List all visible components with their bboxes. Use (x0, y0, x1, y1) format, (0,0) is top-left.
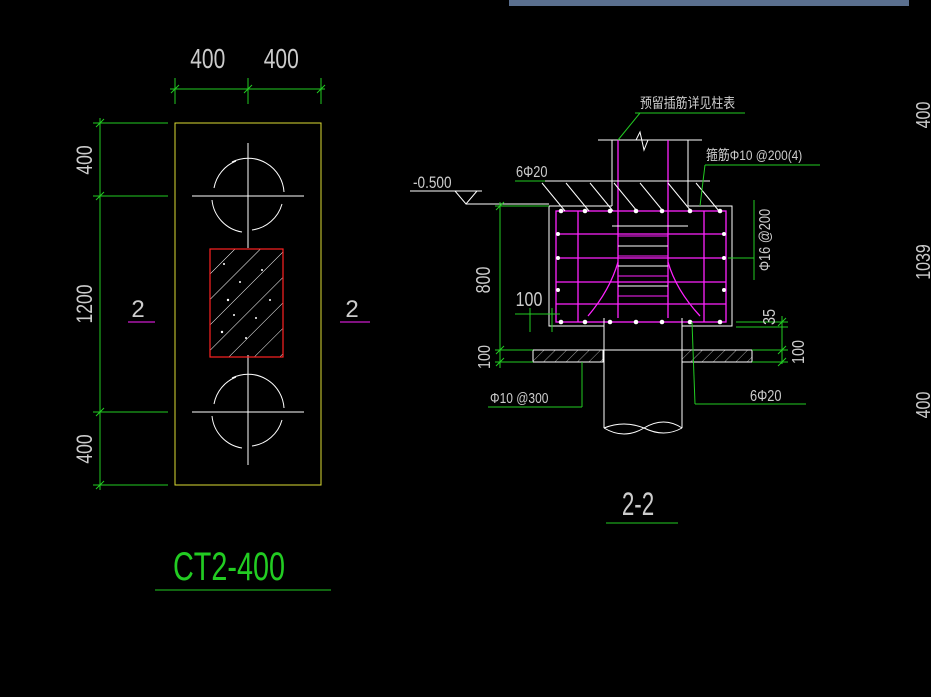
section-title: 2-2 (622, 486, 654, 522)
edge-dim-2: 1039 (912, 244, 931, 280)
bottom-left-leader (488, 362, 583, 408)
pile-top (192, 143, 304, 248)
plan-dim-left-3: 400 (73, 434, 97, 463)
section-mark-left-label: 2 (131, 296, 144, 323)
section-left-dimensions (495, 201, 560, 368)
window-top-bar (509, 0, 909, 6)
column-section (209, 248, 284, 358)
cap-outline (174, 122, 322, 486)
section-dim-100-inner: 100 (516, 288, 543, 310)
section-right-dimensions (736, 316, 788, 367)
stirrup-leader (699, 164, 820, 207)
column-ties-white (612, 225, 688, 287)
pile-bottom (192, 355, 304, 465)
stirrup-note: 箍筋Φ10 @200(4) (706, 147, 802, 163)
top-bar-leaders (541, 180, 720, 212)
edge-dim-3: 400 (912, 392, 931, 419)
note-reserved-bars: 预留插筋详见柱表 (640, 95, 735, 111)
cap-bar-dots (556, 208, 726, 325)
plan-view: 400 400 400 1200 400 (73, 44, 370, 591)
plan-dim-left-2: 1200 (73, 284, 97, 323)
section-mark-right-label: 2 (345, 296, 358, 323)
bottom-right-label: 6Φ20 (750, 388, 782, 406)
column-ties (618, 235, 668, 297)
section-dim-100-right: 100 (789, 340, 809, 364)
column-bars (587, 140, 701, 318)
section-view: -0.500 800 100 100 (410, 95, 820, 524)
plan-dim-top-1: 400 (190, 44, 225, 75)
plan-title: CT2-400 (173, 544, 285, 589)
cap-section-outline (548, 206, 604, 327)
plan-dim-top-2: 400 (264, 44, 299, 75)
elevation-label: -0.500 (413, 174, 452, 193)
edge-dim-1: 400 (912, 102, 931, 129)
cap-reinforcement (555, 210, 727, 323)
edge-dimensions: 400 1039 400 (912, 102, 931, 419)
plan-dim-left-1: 400 (73, 145, 97, 174)
plan-top-dimension (170, 78, 326, 104)
column-stub (598, 130, 702, 206)
side-bars-leader (728, 200, 755, 280)
section-dim-100-base: 100 (475, 345, 495, 369)
pile-section (603, 318, 683, 435)
section-dim-800: 800 (472, 267, 494, 294)
bottom-left-label: Φ10 @300 (490, 390, 549, 407)
note-top-leader (617, 112, 745, 141)
plan-left-dimension (93, 118, 168, 490)
section-dim-35: 35 (760, 309, 780, 325)
bottom-right-leader (691, 321, 806, 405)
blinding-layer (532, 349, 753, 363)
side-bars-label: Φ16 @200 (757, 209, 775, 271)
top-bars-label: 6Φ20 (516, 164, 548, 182)
elevation-marker (410, 190, 549, 205)
